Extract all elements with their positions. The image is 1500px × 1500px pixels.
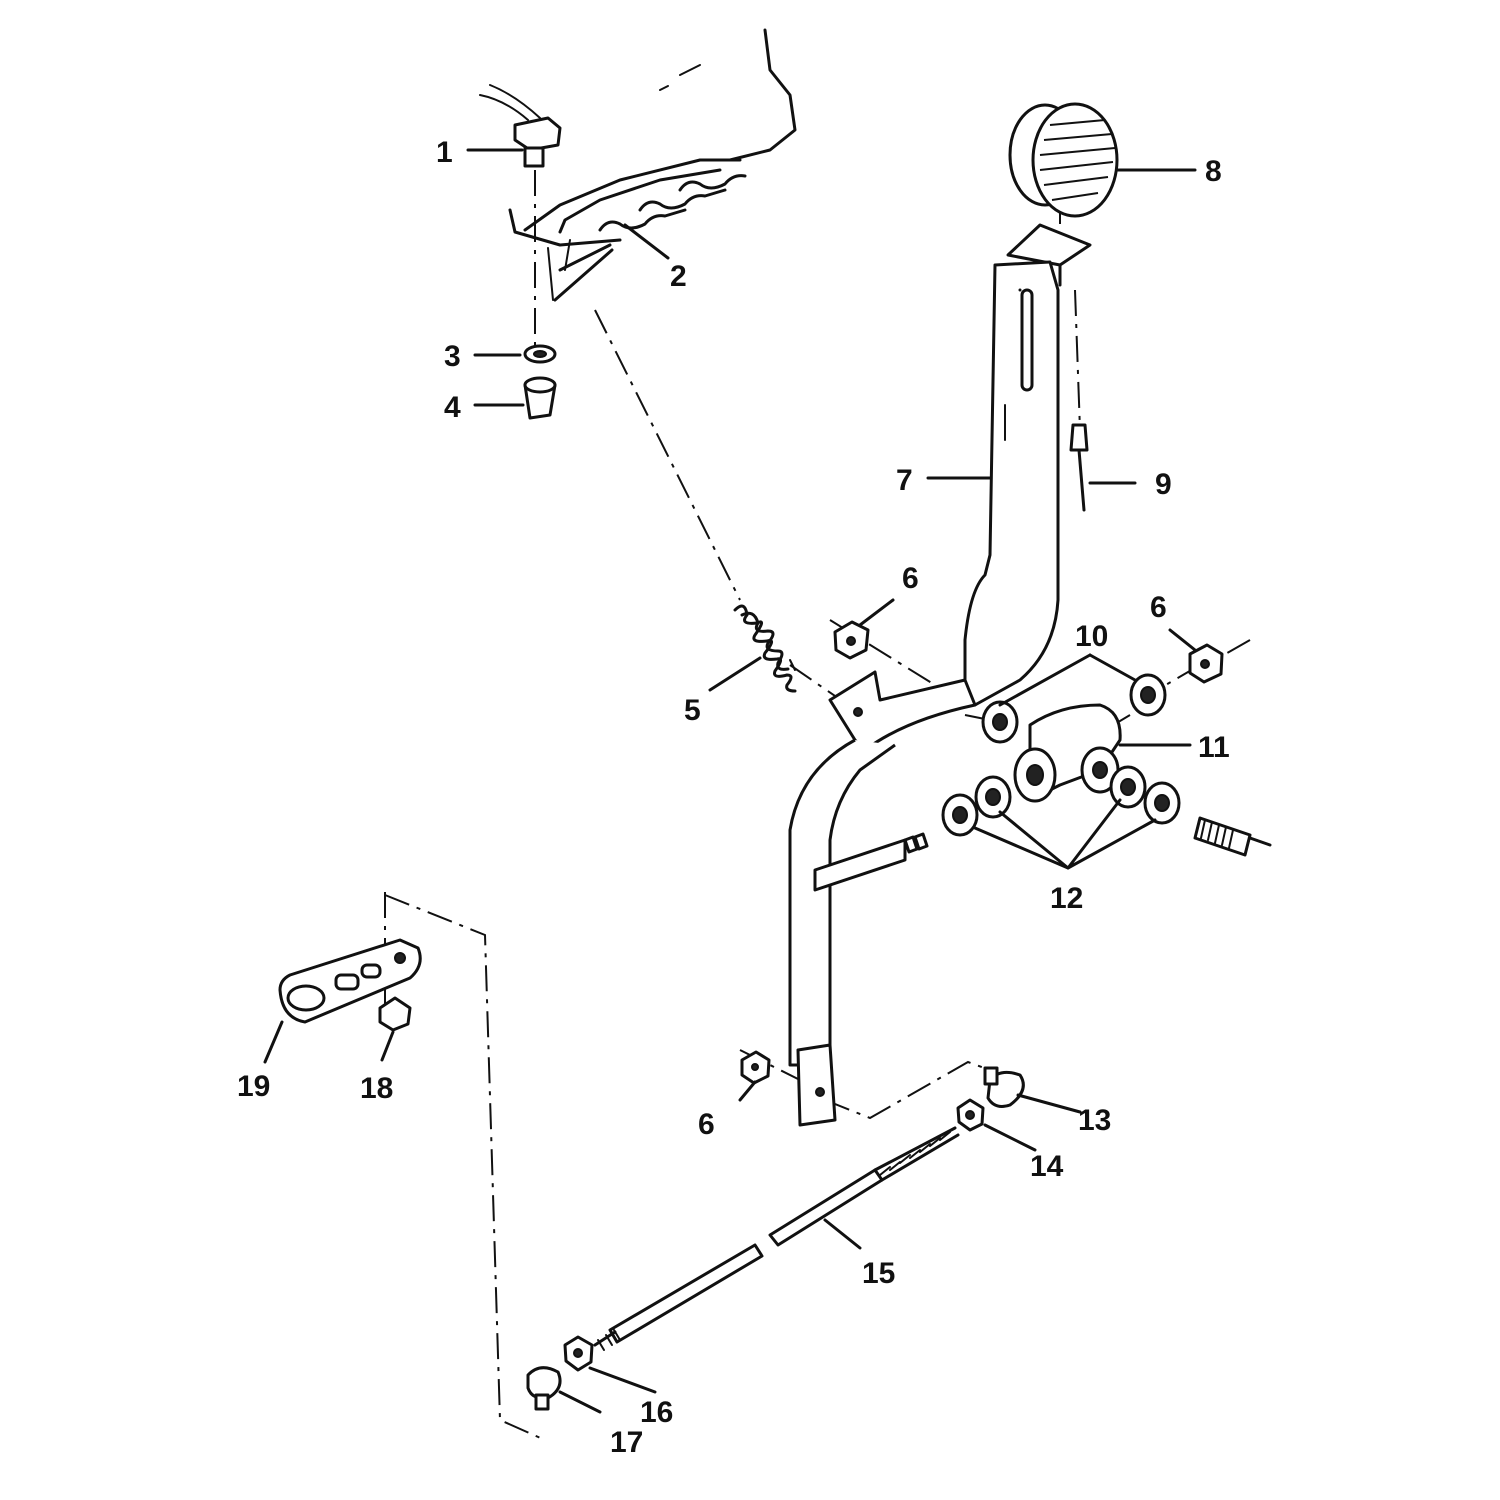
callout-19: 19: [237, 1070, 270, 1103]
part-9-pin: [1069, 423, 1089, 512]
callout-15: 15: [862, 1257, 895, 1290]
callout-10: 10: [1075, 620, 1108, 653]
callout-numbers: 1 2 3 4 5 6 6 6 7 8 9 10 11 12 13 14 15 …: [237, 136, 1230, 1459]
callout-9: 9: [1155, 468, 1172, 501]
callout-6-upper-right: 6: [1150, 591, 1167, 624]
part-8-pedal-pad: [1008, 102, 1119, 218]
callout-8: 8: [1205, 155, 1222, 188]
callout-1: 1: [436, 136, 453, 169]
part-18-nut: [378, 996, 412, 1032]
callout-11: 11: [1198, 731, 1230, 764]
callout-13: 13: [1078, 1104, 1111, 1137]
part-15-rod: [593, 1126, 960, 1351]
part-10-washers: [981, 673, 1167, 744]
callout-6-upper-left: 6: [902, 562, 919, 595]
callout-14: 14: [1030, 1150, 1064, 1183]
part-3-washer: [523, 344, 557, 364]
part-1-switch: [479, 84, 562, 168]
part-7-pedal-arm: [788, 223, 1092, 1127]
callout-12: 12: [1050, 882, 1083, 915]
part-13-ball-joint: [983, 1066, 1025, 1108]
callout-2: 2: [670, 260, 687, 293]
part-14-nut: [956, 1098, 985, 1132]
callout-4: 4: [444, 391, 461, 424]
part-17-ball-joint: [526, 1366, 562, 1411]
callout-6-lower: 6: [698, 1108, 715, 1141]
part-16-nut: [563, 1335, 594, 1372]
part-12-bushings: [941, 765, 1272, 857]
part-6-nut-a: [833, 620, 870, 660]
part-5-spring: [733, 604, 797, 693]
callout-5: 5: [684, 694, 701, 727]
floor-panel: [508, 28, 797, 302]
callout-17: 17: [610, 1426, 643, 1459]
callout-16: 16: [640, 1396, 673, 1429]
callout-leaders: [263, 148, 1197, 1414]
part-6-nut-c: [740, 1050, 771, 1085]
part-4-bumper: [523, 376, 557, 420]
part-11-pivot: [1013, 703, 1122, 803]
callout-7: 7: [896, 464, 913, 497]
part-19-lever-arm: [278, 938, 422, 1024]
callout-3: 3: [444, 340, 461, 373]
callout-18: 18: [360, 1072, 393, 1105]
part-6-nut-b: [1188, 643, 1224, 684]
